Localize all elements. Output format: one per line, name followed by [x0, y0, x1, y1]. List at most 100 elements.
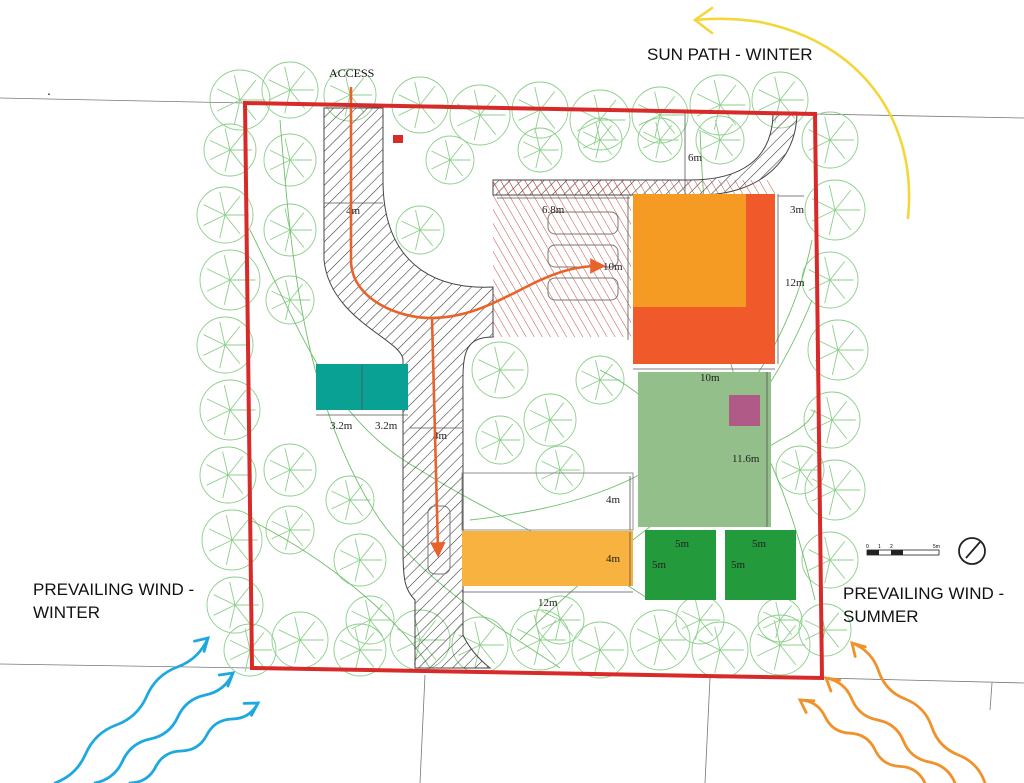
tree-branch	[829, 121, 846, 141]
tree-branch	[578, 649, 601, 661]
tree-branch	[559, 603, 574, 621]
dim-road-width-2: 4m	[433, 430, 448, 442]
tree-branch	[773, 644, 781, 671]
tree-branch	[636, 628, 661, 641]
tree-branch	[289, 299, 304, 317]
tree-canopy	[807, 319, 869, 381]
tree-branch	[445, 159, 451, 180]
tree-branch	[345, 499, 351, 520]
tree-branch	[529, 409, 551, 421]
tree-branch	[595, 379, 601, 400]
tree-branch	[810, 409, 833, 421]
tree-branch	[795, 469, 801, 490]
tree-canopy	[535, 445, 585, 495]
tree-branch	[659, 125, 673, 141]
tree-canopy	[449, 84, 511, 146]
tree-canopy	[629, 609, 691, 671]
tree-branch	[369, 603, 384, 621]
wind-winter-arrows	[53, 636, 261, 783]
wind-winter-arrow	[93, 671, 235, 783]
tree-branch	[518, 109, 541, 121]
tree-branch	[643, 131, 661, 141]
tree-branch	[713, 79, 721, 106]
tree-branch	[449, 143, 464, 161]
tree-branch	[359, 649, 375, 668]
tree-branch	[599, 363, 614, 381]
tree-branch	[289, 142, 305, 161]
tree-branch	[695, 619, 701, 640]
utility-marker	[393, 135, 403, 143]
site-boundary	[242, 100, 825, 681]
wind-summer-label-line1: PREVAILING WIND -	[843, 584, 1005, 603]
tree-branch	[284, 159, 291, 182]
tree-branch	[209, 149, 231, 161]
tree-branch	[351, 619, 371, 630]
tree-branch	[698, 649, 721, 661]
tree-branch	[294, 639, 301, 664]
tree-branch	[681, 610, 701, 621]
access-label: ACCESS	[329, 66, 375, 80]
tree-branch	[216, 88, 241, 101]
tree-branch	[369, 619, 384, 637]
tree-branch	[225, 539, 233, 566]
tree-branch	[216, 99, 241, 112]
tree-branch	[224, 344, 241, 364]
vegetable-bed-1	[645, 530, 716, 600]
scale-tick-2: 2	[890, 544, 893, 550]
tree-branch	[824, 256, 831, 281]
tree-branch	[234, 586, 251, 606]
wind-summer-label-line2: SUMMER	[843, 607, 919, 626]
tree-canopy	[569, 89, 631, 151]
tree-canopy	[263, 443, 317, 497]
tree-canopy	[196, 316, 254, 374]
tree-branch	[244, 628, 251, 651]
tree-branch	[206, 464, 229, 476]
wind-summer-arrows	[797, 640, 987, 783]
tree-canopy	[575, 355, 625, 405]
tree-branch	[219, 321, 226, 346]
tree-branch	[354, 628, 361, 651]
tree-branch	[269, 469, 291, 481]
tree-canopy	[263, 203, 317, 257]
tree-canopy	[637, 117, 683, 163]
tree-canopy	[475, 415, 525, 465]
tree-branch	[779, 644, 797, 666]
tree-branch	[829, 541, 846, 561]
tree-branch	[834, 209, 852, 231]
tree-branch	[344, 73, 351, 96]
tree-branch	[285, 529, 291, 550]
tree-branch	[208, 528, 233, 541]
tree-branch	[539, 109, 556, 129]
wind-winter-label: PREVAILING WIND - WINTER	[33, 578, 194, 624]
tree-branch	[583, 131, 601, 141]
tree-branch	[559, 453, 574, 471]
tree-branch	[495, 420, 501, 441]
tree-branch	[401, 220, 421, 231]
tree-canopy	[801, 111, 859, 169]
tree-branch	[831, 419, 848, 439]
tree-branch	[719, 84, 737, 106]
tree-branch	[535, 131, 541, 151]
tree-branch	[289, 529, 304, 547]
tree-branch	[206, 398, 231, 411]
tree-canopy	[199, 379, 261, 441]
tree-branch	[534, 86, 541, 111]
tree-branch	[224, 128, 231, 151]
tree-branch	[229, 132, 245, 151]
tree-branch	[479, 94, 497, 116]
tree-branch	[599, 649, 616, 669]
tree-branch	[223, 409, 231, 436]
tree-canopy	[535, 595, 585, 645]
tree-branch	[289, 283, 304, 301]
tree-branch	[224, 196, 241, 216]
tree-branch	[834, 489, 852, 511]
wind-winter-arrow	[53, 636, 210, 783]
dim-house-depth-inner: 10m	[603, 261, 623, 273]
tree-branch	[203, 334, 226, 346]
scale-tick-1: 1	[878, 544, 881, 550]
tree-branch	[331, 490, 351, 501]
tree-branch	[229, 581, 236, 606]
tree-branch	[222, 474, 229, 499]
tree-branch	[593, 94, 601, 121]
